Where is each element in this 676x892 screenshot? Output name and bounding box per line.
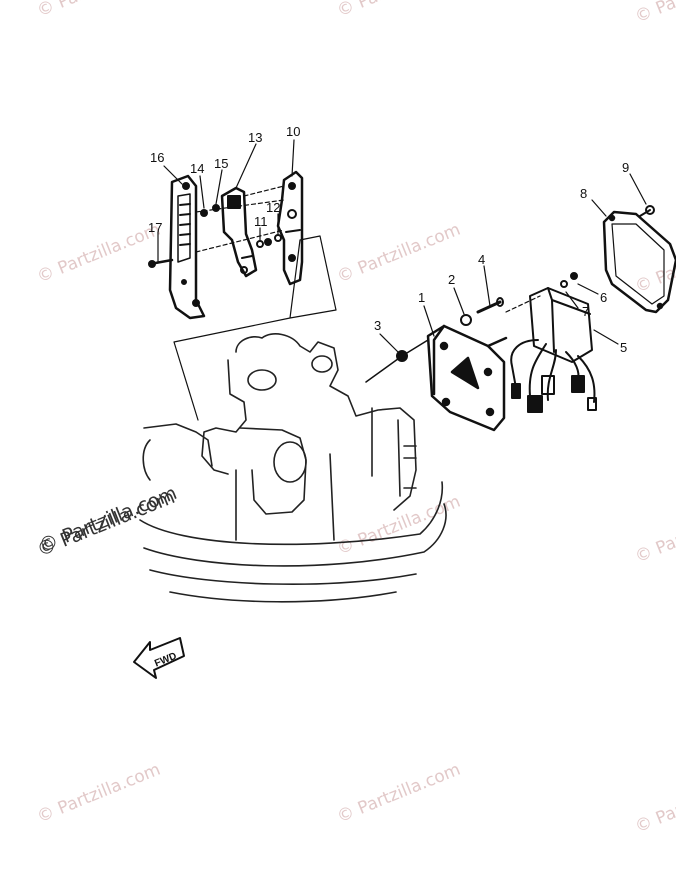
callout-10: 10 (286, 124, 300, 139)
callout-2: 2 (448, 272, 455, 287)
callout-13: 13 (248, 130, 262, 145)
engine-block (139, 333, 447, 603)
callout-14: 14 (190, 161, 204, 176)
bolt-14 (200, 209, 208, 217)
callout-3: 3 (374, 318, 381, 333)
mounting-plate-1 (426, 324, 508, 432)
cover-8 (602, 210, 676, 314)
bracket-16 (168, 174, 206, 320)
bolt-11 (256, 240, 264, 248)
screw-9 (645, 205, 655, 215)
fwd-arrow (133, 637, 185, 679)
callout-16: 16 (150, 150, 164, 165)
callout-17: 17 (148, 220, 162, 235)
callout-1: 1 (418, 290, 425, 305)
grommet-7 (560, 280, 568, 288)
bolt-4 (476, 297, 504, 314)
bracket-13 (220, 186, 258, 278)
callout-12: 12 (266, 200, 280, 215)
callout-8: 8 (580, 186, 587, 201)
bolt-12 (274, 234, 282, 242)
bracket-10 (276, 170, 304, 286)
callout-9: 9 (622, 160, 629, 175)
callout-6: 6 (600, 290, 607, 305)
callout-15: 15 (214, 156, 228, 171)
callout-7: 7 (582, 304, 589, 319)
callout-5: 5 (620, 340, 627, 355)
callout-11: 11 (254, 214, 268, 229)
grommet-6 (570, 272, 578, 280)
washer-2 (460, 314, 472, 326)
cdi-unit-5 (510, 287, 597, 413)
callout-4: 4 (478, 252, 485, 267)
nut-3 (396, 350, 408, 362)
